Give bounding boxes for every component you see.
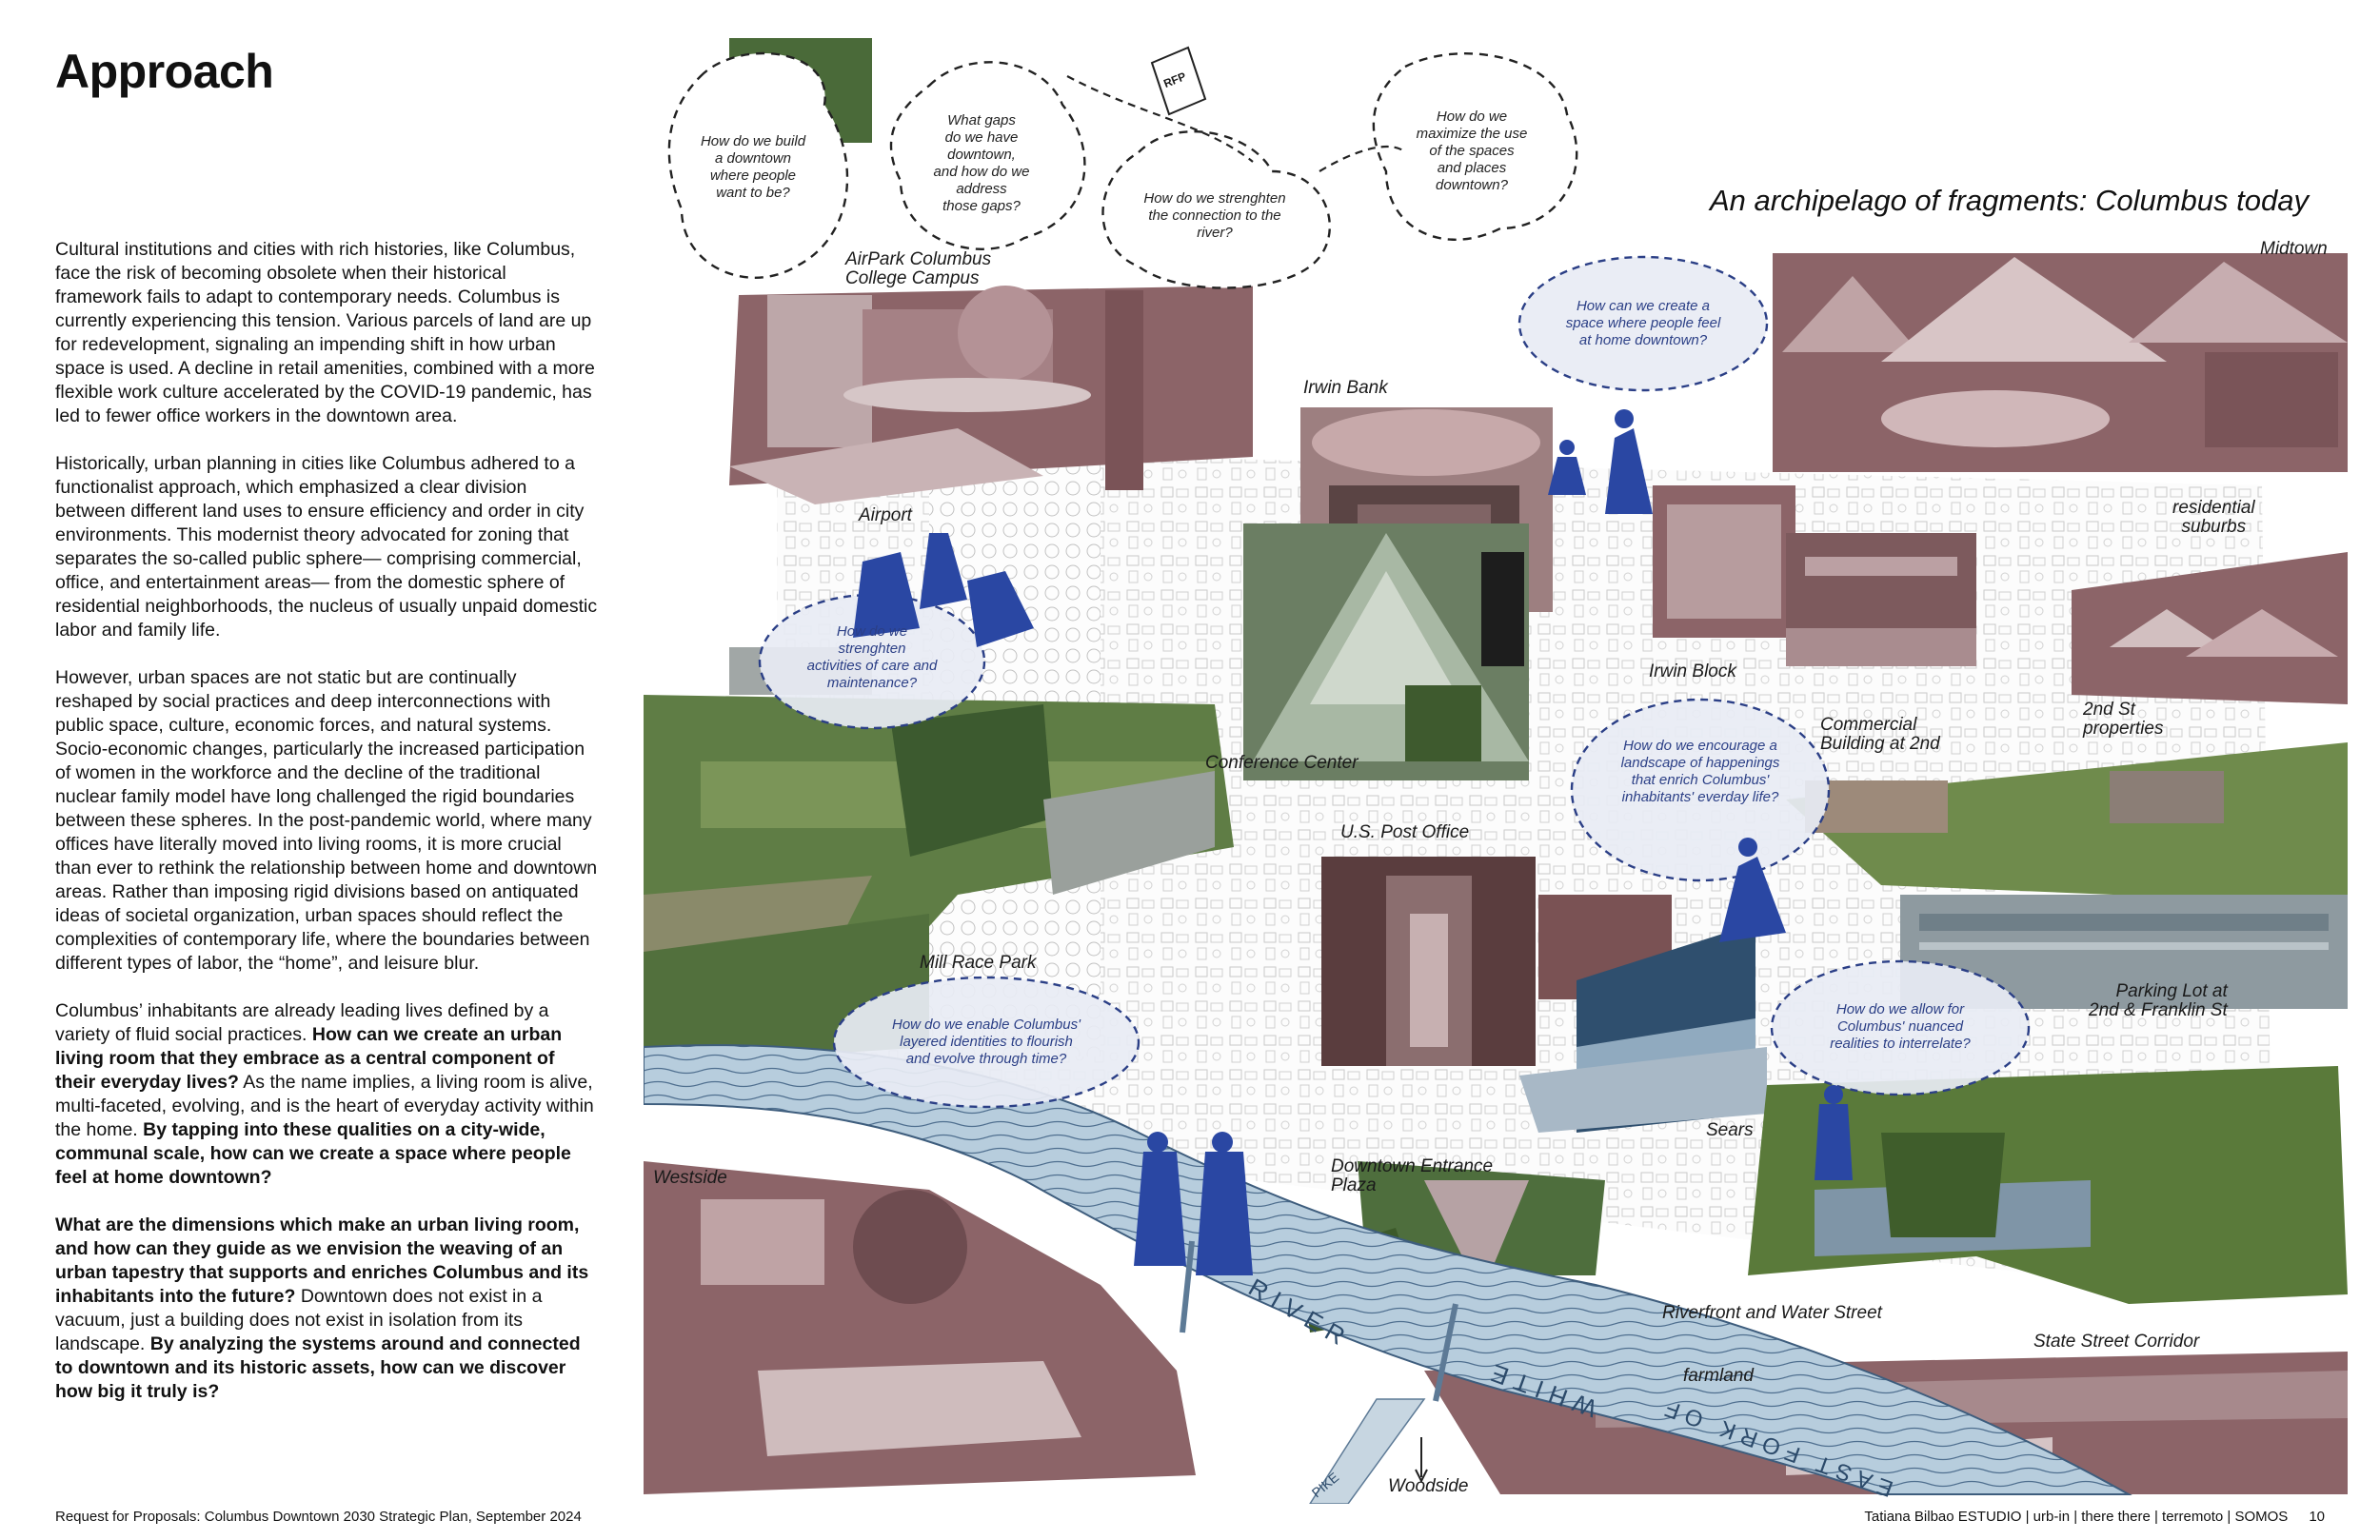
- text-run: As the name implies, a living room is al…: [55, 1072, 594, 1140]
- text-run: Cultural institutions and cities with ri…: [55, 239, 595, 426]
- photo-midtown: [1773, 253, 2348, 472]
- label-westside: Westside: [653, 1168, 727, 1188]
- question-bubbles: [667, 51, 1578, 289]
- rfp-sheet-icon: [1150, 46, 1207, 116]
- bold-run: By analyzing the systems around and conn…: [55, 1333, 581, 1402]
- people-figures: [853, 409, 1853, 1275]
- question-layered-identities: How do we enable Columbus'layered identi…: [892, 1017, 1081, 1067]
- photo-sears: [1519, 923, 1767, 1133]
- bridge: [1180, 1240, 1195, 1333]
- body-paragraph: Columbus’ inhabitants are already leadin…: [55, 999, 598, 1190]
- bold-run: How can we create an urban living room t…: [55, 1024, 563, 1093]
- page-title: Approach: [55, 45, 274, 98]
- label-farmland: farmland: [1683, 1366, 1754, 1386]
- photo-commercial-building: [1786, 742, 2348, 904]
- photo-parking-lot: [1900, 895, 2348, 1009]
- photo-westside: [644, 1161, 1196, 1494]
- label-woodside: Woodside: [1388, 1476, 1469, 1496]
- footer-left: Request for Proposals: Columbus Downtown…: [55, 1509, 582, 1525]
- text-run: Downtown does not exist in a vacuum, jus…: [55, 1286, 543, 1354]
- collage: An archipelago of fragments: Columbus to…: [644, 38, 2348, 1504]
- text-run: However, urban spaces are not static but…: [55, 667, 598, 974]
- label-sears: Sears: [1706, 1120, 1754, 1140]
- body-text: Cultural institutions and cities with ri…: [55, 238, 598, 1428]
- river: [644, 1044, 2132, 1495]
- bridge: [1433, 1303, 1458, 1402]
- label-irwin-bank: Irwin Bank: [1303, 378, 1388, 398]
- footer-firms: ESTUDIO | urb-in | there there | terremo…: [1954, 1509, 2289, 1525]
- label-midtown: Midtown: [2260, 239, 2328, 259]
- bold-run: What are the dimensions which make an ur…: [55, 1214, 589, 1307]
- blue-question-bubbles: [758, 255, 2031, 1109]
- label-post-office: U.S. Post Office: [1340, 822, 1470, 842]
- body-paragraph: What are the dimensions which make an ur…: [55, 1214, 598, 1404]
- label-riverfront: Riverfront and Water Street: [1662, 1303, 1882, 1323]
- label-state-street-corridor: State Street Corridor: [2033, 1332, 2200, 1352]
- label-mill-race-park: Mill Race Park: [920, 953, 1037, 973]
- text-run: Historically, urban planning in cities l…: [55, 453, 598, 641]
- photo-residential-suburbs: [2072, 552, 2348, 704]
- text-run: Columbus’ inhabitants are already leadin…: [55, 1000, 549, 1045]
- footer-right: Tatiana Bilbao ESTUDIO | urb-in | there …: [1864, 1509, 2325, 1526]
- label-irwin-block: Irwin Block: [1649, 661, 1736, 681]
- footer-author: Tatiana Bilbao: [1864, 1509, 1954, 1525]
- body-paragraph: However, urban spaces are not static but…: [55, 666, 598, 976]
- body-paragraph: Historically, urban planning in cities l…: [55, 452, 598, 642]
- photo-irwin-block: [1653, 485, 1976, 666]
- label-conference-center: Conference Center: [1205, 753, 1359, 773]
- collage-drawing: [644, 38, 2348, 1504]
- pike-road: [1309, 1398, 1426, 1504]
- body-paragraph: Cultural institutions and cities with ri…: [55, 238, 598, 428]
- collage-headline: An archipelago of fragments: Columbus to…: [1710, 184, 2309, 217]
- photo-riverfront: [1748, 1066, 2348, 1304]
- bold-run: By tapping into these qualities on a cit…: [55, 1119, 571, 1188]
- page-number: 10: [2309, 1509, 2325, 1525]
- photo-mill-race-park: [644, 38, 1234, 1066]
- label-airport: Airport: [859, 505, 912, 525]
- photo-conference-center: [1243, 523, 1529, 780]
- photo-post-office: [1321, 857, 1672, 1066]
- photo-airpark: [729, 286, 1253, 504]
